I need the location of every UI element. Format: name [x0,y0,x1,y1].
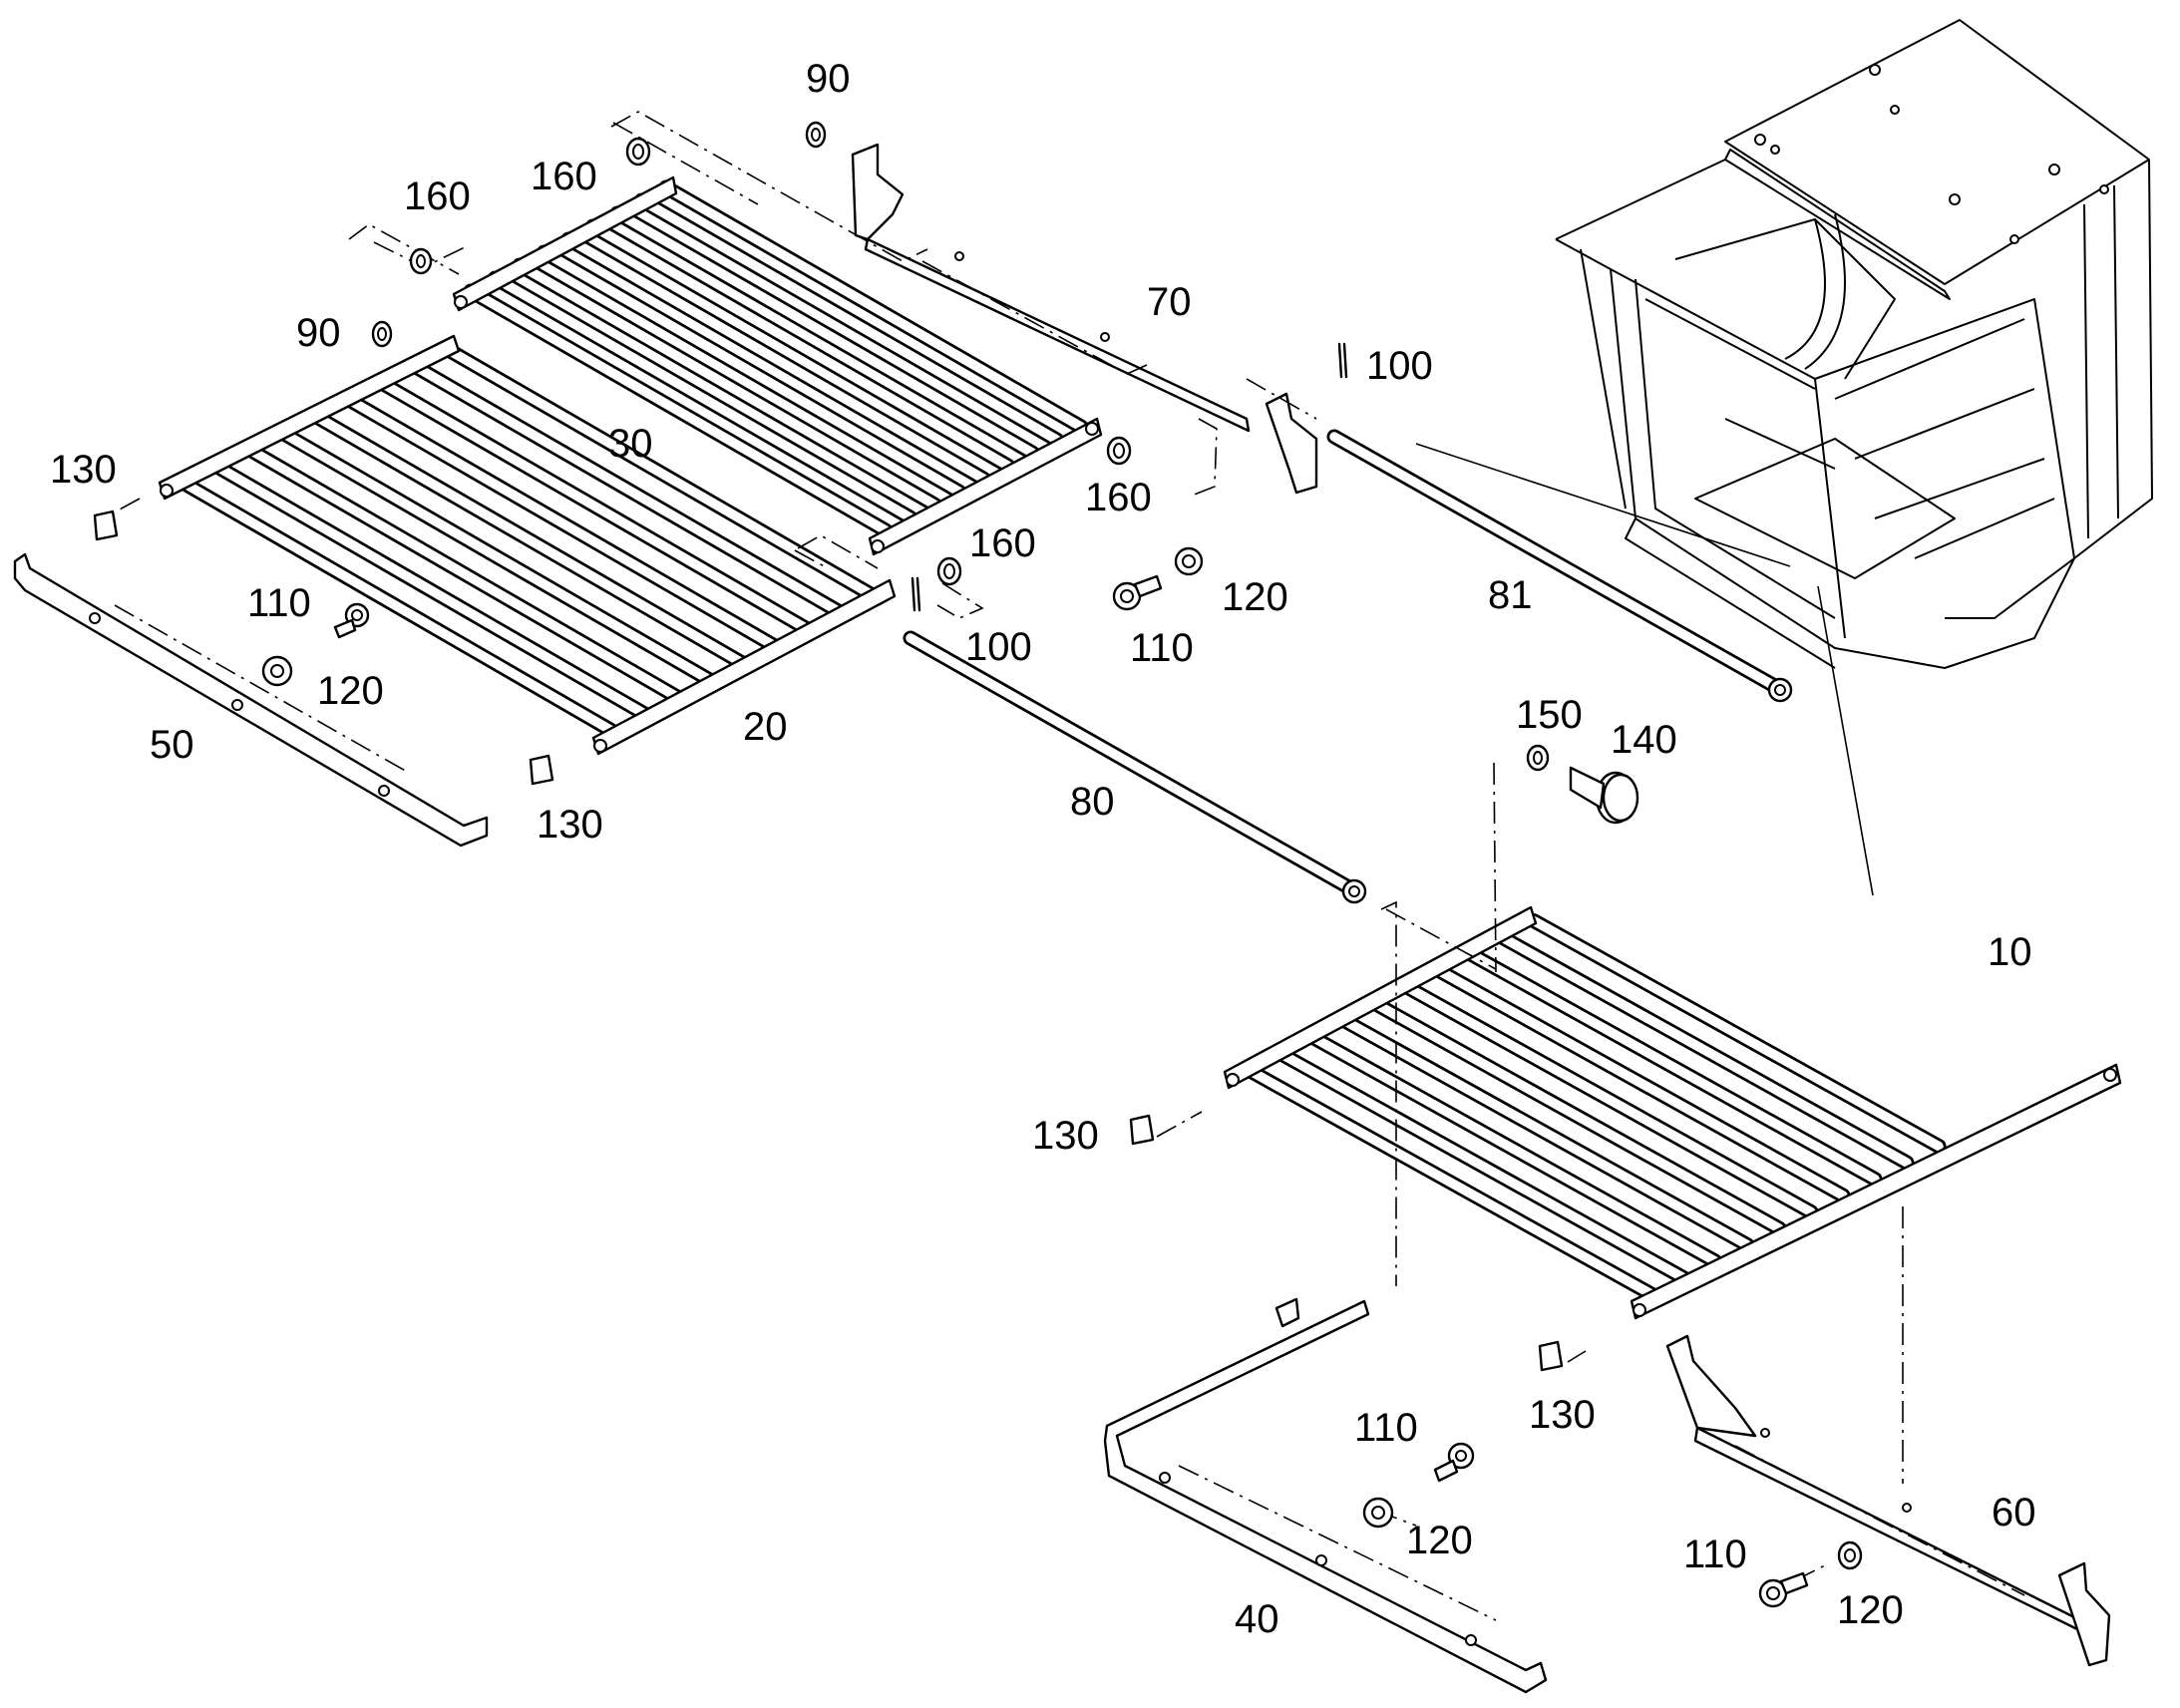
washer-160-d [936,556,962,586]
screw-110-a [1112,574,1163,611]
tray-rod [175,476,615,735]
callout-130-a: 130 [50,448,117,492]
callout-60: 60 [1992,1491,2036,1535]
callout-50: 50 [150,723,194,767]
pin-100-b [910,576,921,612]
callout-100-a: 100 [1366,344,1433,388]
callout-110-d: 110 [1683,1533,1747,1576]
callout-30: 30 [608,422,653,466]
leader-line [1415,443,1791,567]
tray-rod [1401,981,1816,1217]
callout-110-b: 110 [247,581,311,625]
tray-rod [539,247,964,497]
leader-line [1817,585,1874,896]
tray-rod [636,195,1062,445]
tray-rod [1273,1047,1688,1283]
callout-150: 150 [1516,693,1583,737]
shaft-81 [1326,429,1793,703]
callout-40: 40 [1235,1597,1279,1641]
callout-130-d: 130 [1529,1393,1596,1437]
tray-rod [515,260,939,510]
washer-120-c [1362,1497,1394,1529]
tray-10 [1223,905,2122,1320]
tray-rod [661,182,1086,432]
callout-120-a: 120 [1222,575,1288,619]
washer-90-top [805,121,827,149]
assembly-lines [114,111,2025,1621]
printer-frame-illustration [1555,19,2153,669]
tray-rod [563,234,988,484]
tray-rod [490,273,915,522]
tray-rod [274,426,716,686]
callout-160-a: 160 [531,155,597,198]
callout-110-a: 110 [1130,626,1194,670]
callout-130-b: 130 [537,803,603,847]
tray-rod [207,459,649,719]
callout-120-d: 120 [1837,1588,1904,1632]
tray-rod [1497,932,1912,1168]
callout-labels: 9016016090701001303016016011012011012081… [50,57,2036,1641]
tray-rod [587,221,1013,471]
washer-90-left [371,320,393,348]
small-parts [93,121,1863,1608]
bracket-70 [851,143,1318,495]
washer-120-d [1837,1540,1863,1570]
tray-rod [612,208,1037,458]
tray-rod [1529,915,1944,1152]
washer-160-c [1106,436,1132,466]
callout-160-d: 160 [969,521,1036,565]
screw-110-c [1433,1442,1475,1483]
cap-130-c [1129,1114,1155,1146]
tray-rod [408,360,850,620]
callout-140: 140 [1611,718,1677,762]
tray-rod [1337,1014,1752,1250]
callout-20: 20 [743,705,788,749]
bracket-60 [1665,1334,2111,1667]
tray-30 [452,175,1103,556]
tray-rod [1465,948,1880,1185]
callout-10: 10 [1988,930,2032,974]
shaft-80 [903,630,1367,904]
callout-160-b: 160 [404,174,471,218]
screw-110-b [333,602,370,639]
bracket-40 [1103,1297,1548,1694]
washer-150 [1526,744,1550,772]
callout-80: 80 [1070,780,1115,824]
bracket-50 [13,552,489,848]
callout-70: 70 [1147,280,1192,324]
callout-160-c: 160 [1085,476,1152,519]
callout-81: 81 [1488,573,1533,617]
callout-120-c: 120 [1406,1519,1473,1562]
cap-130-a [93,510,119,541]
washer-120-b [261,655,293,687]
washer-160-a [625,137,651,167]
callout-90-top: 90 [806,57,851,101]
cap-130-d [1538,1340,1564,1372]
tray-rod [341,393,783,653]
tray-rod [1242,1064,1656,1299]
callout-110-c: 110 [1354,1406,1418,1450]
tray-20 [158,334,897,756]
washer-120-a [1174,546,1204,576]
callout-100-b: 100 [965,625,1032,669]
tray-rod [241,443,682,702]
tray-rod [466,286,891,535]
tray-rod [1369,998,1784,1233]
callout-130-c: 130 [1032,1114,1099,1158]
cap-130-b [529,754,554,786]
tray-rod [375,377,816,636]
callout-120-b: 120 [317,669,384,713]
callout-90-left: 90 [296,311,341,355]
washer-160-b [409,247,433,275]
screw-110-d [1758,1571,1809,1608]
tray-rod [1305,1031,1720,1266]
thumbscrew-140 [1569,766,1639,825]
pin-100-a [1337,342,1348,379]
tray-rod [1433,965,1848,1200]
tray-rod [308,410,749,669]
